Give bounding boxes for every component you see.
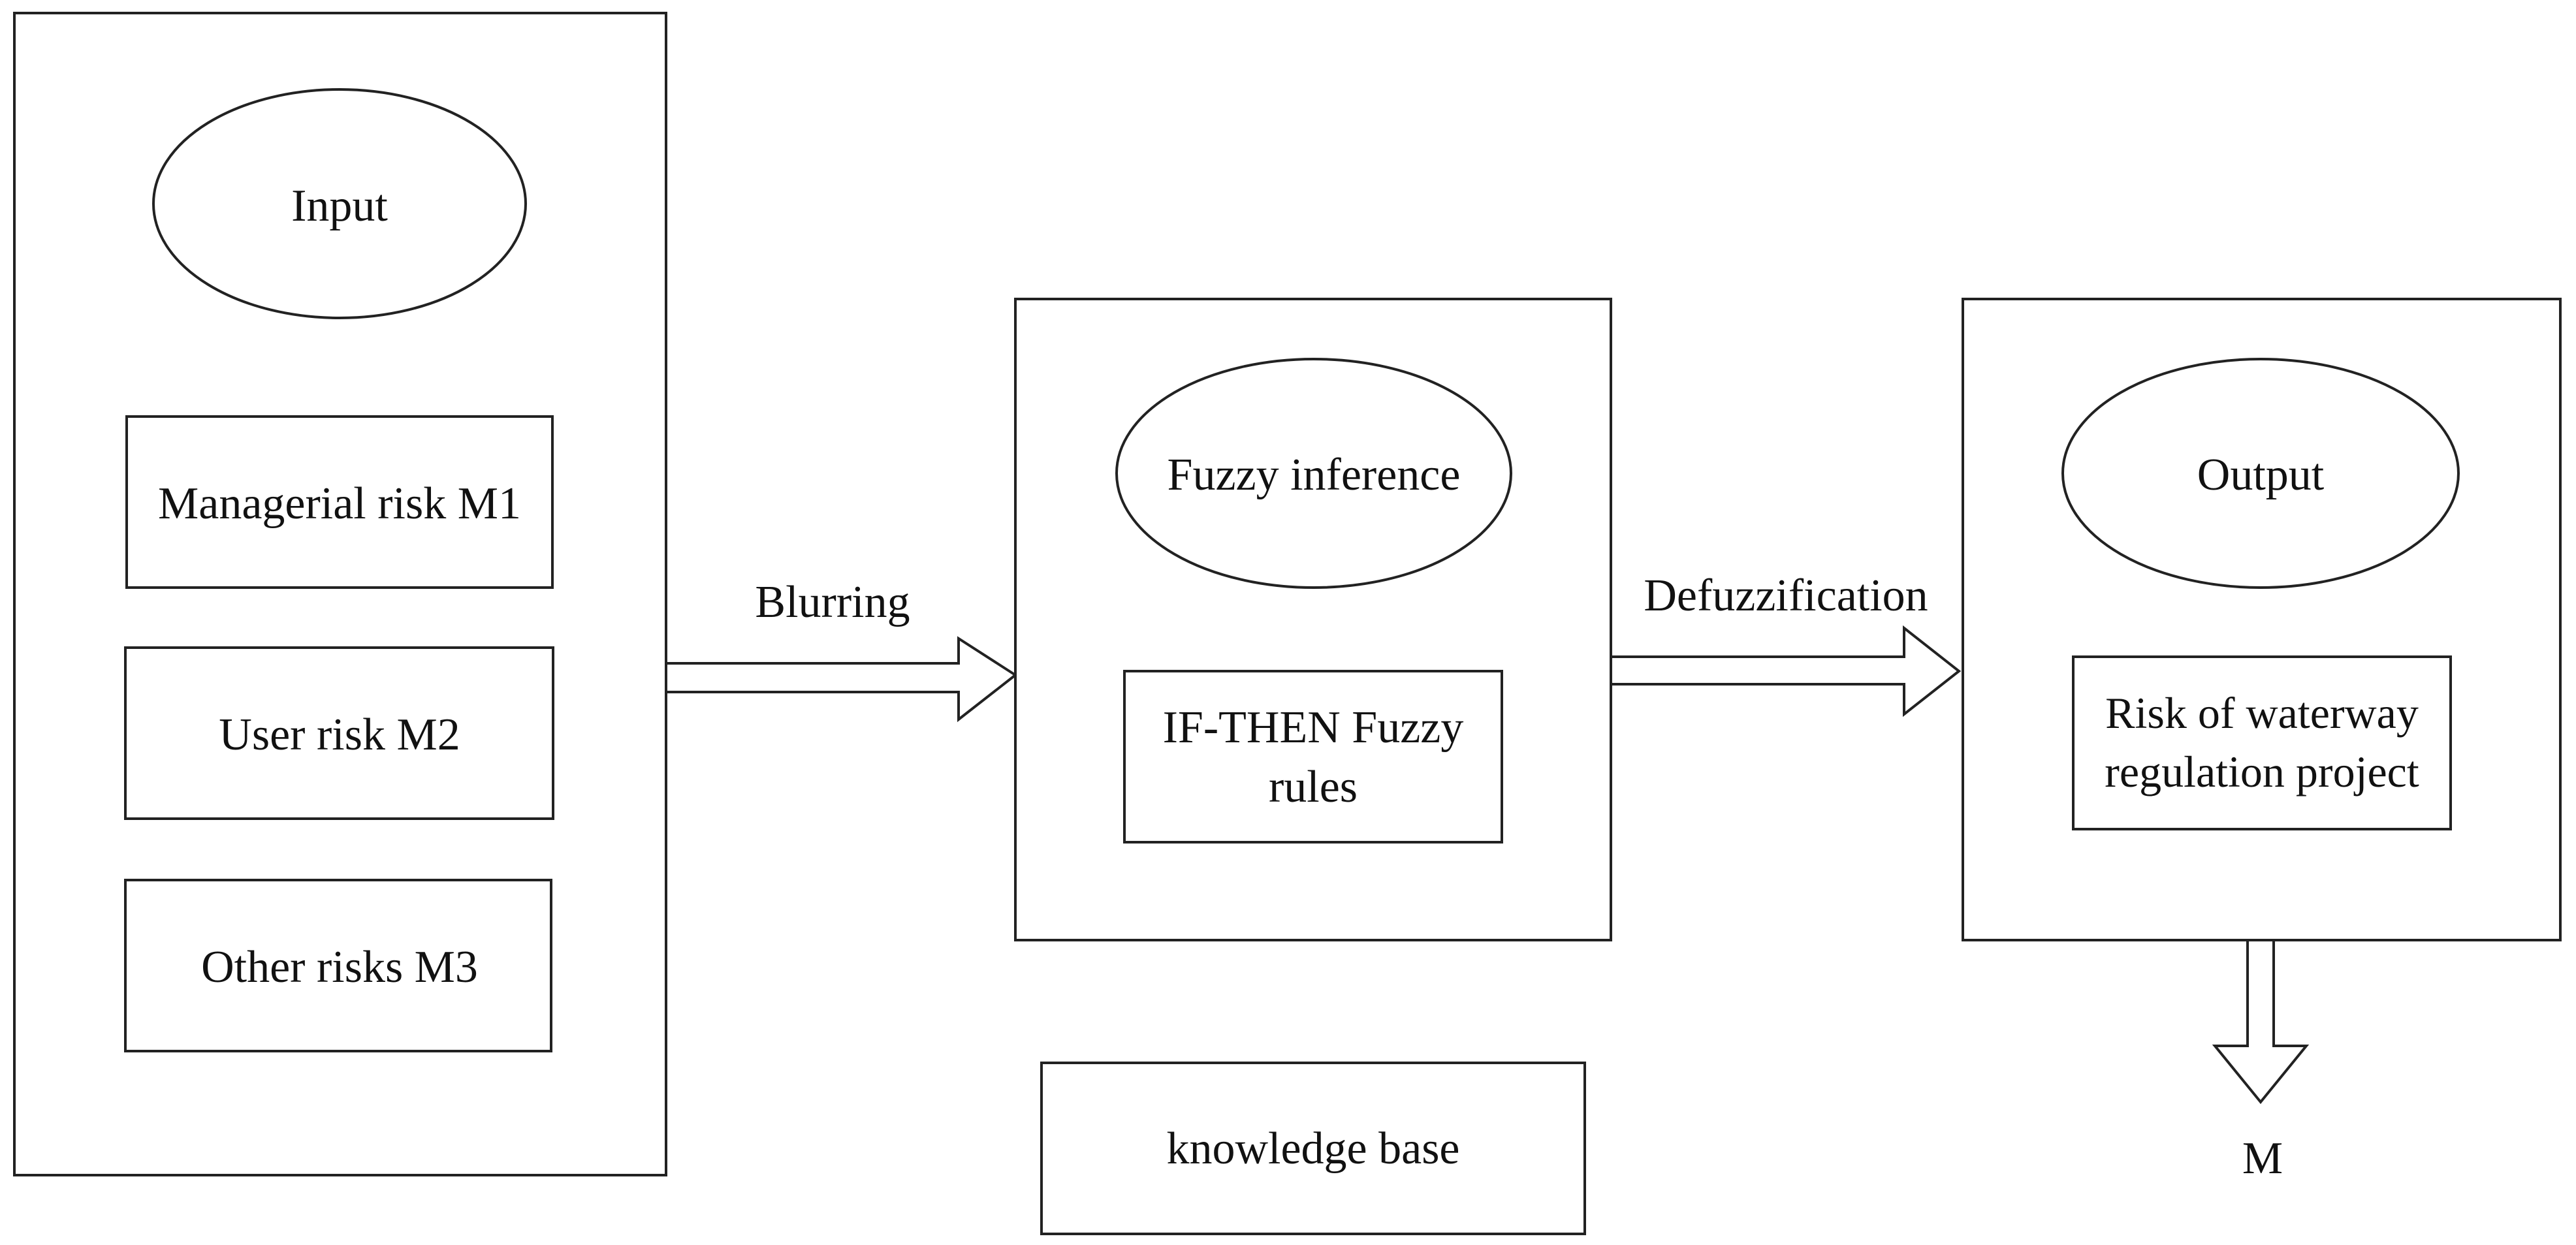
- output-down-arrow: M: [2212, 939, 2310, 1184]
- rules-label-line2: rules: [1269, 762, 1358, 812]
- user-risk-box: [124, 646, 554, 820]
- down-arrow-icon: [2212, 939, 2310, 1105]
- right-arrow-icon: [665, 636, 1018, 723]
- inference-title: Fuzzy inference: [1168, 450, 1461, 500]
- result-label-line2: regulation project: [2105, 747, 2419, 796]
- managerial-risk-label: Managerial risk M1: [158, 479, 521, 529]
- rules-box: [1123, 670, 1503, 843]
- inference-ellipse: [1115, 358, 1512, 589]
- input-panel: Input Managerial risk M1 User risk M2 Ot…: [13, 12, 667, 1176]
- user-risk-label: User risk M2: [219, 710, 460, 760]
- final-output-label: M: [2242, 1133, 2283, 1184]
- output-panel: Output Risk of waterway regulation proje…: [1962, 298, 2562, 941]
- result-box: [2072, 655, 2452, 830]
- blurring-label: Blurring: [755, 577, 910, 627]
- knowledge-base-box: [1040, 1062, 1586, 1235]
- result-label-line1: Risk of waterway: [2105, 688, 2419, 738]
- defuzzification-label: Defuzzification: [1644, 571, 1928, 621]
- knowledge-base: knowledge base: [1040, 1062, 1586, 1235]
- knowledge-base-label: knowledge base: [1166, 1124, 1459, 1174]
- right-arrow-icon: [1610, 625, 1962, 717]
- input-title: Input: [291, 181, 388, 231]
- rules-label-line1: IF-THEN Fuzzy: [1163, 702, 1464, 753]
- inference-panel: Fuzzy inference IF-THEN Fuzzy rules: [1014, 298, 1612, 941]
- defuzzification-arrow: Defuzzification: [1610, 571, 1962, 717]
- other-risks-box: [124, 879, 552, 1052]
- other-risks-label: Other risks M3: [201, 942, 478, 992]
- managerial-risk-box: [125, 415, 554, 589]
- blurring-arrow: Blurring: [665, 577, 1018, 723]
- output-ellipse: [2061, 358, 2460, 589]
- output-title: Output: [2197, 450, 2325, 500]
- input-ellipse: [152, 88, 527, 319]
